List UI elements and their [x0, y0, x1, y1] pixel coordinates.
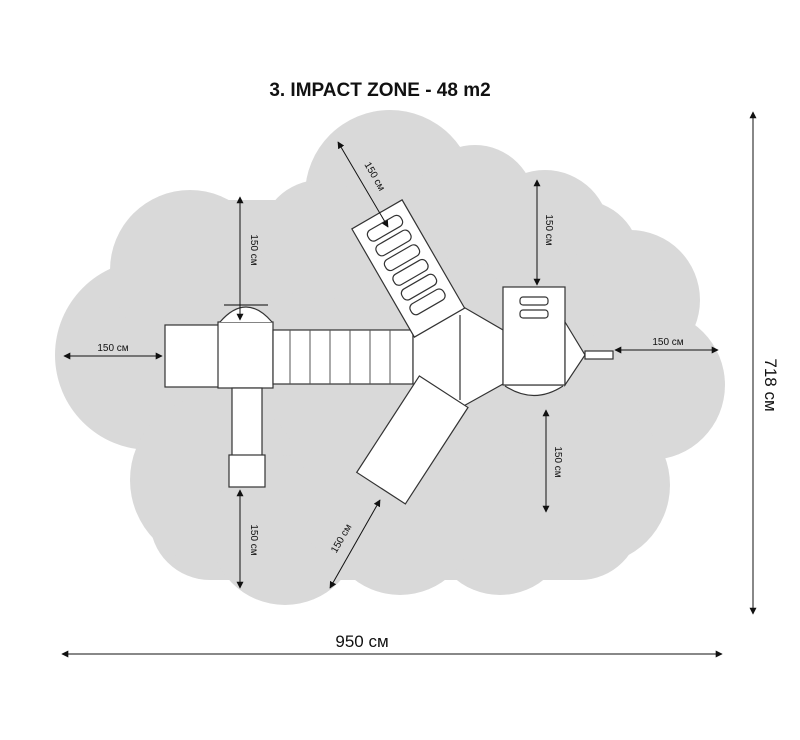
playground-equipment	[164, 199, 614, 505]
dim-bottom-left-label: 150 см	[248, 524, 259, 555]
bridge	[272, 329, 414, 385]
diagram-title: 3. IMPACT ZONE - 48 m2	[269, 80, 491, 101]
dimension-lines	[61, 111, 757, 658]
right-tower-cap	[564, 319, 586, 387]
left-tower	[217, 321, 274, 389]
left-deck	[164, 324, 221, 388]
total-width-label: 950 см	[335, 632, 388, 651]
dim-bottom-diagonal-line	[329, 499, 381, 589]
total-height-label: 718 см	[761, 358, 780, 411]
dim-left-label: 150 см	[97, 343, 128, 354]
dim-top-diagonal-line	[337, 141, 389, 228]
diagonal-slide	[355, 375, 469, 505]
dim-right-label: 150 см	[652, 337, 683, 348]
dim-top-right-label: 150 см	[543, 214, 554, 245]
right-tower	[502, 286, 566, 386]
right-handle	[584, 350, 614, 360]
dim-bottom-right-label: 150 см	[552, 446, 563, 477]
dim-top-left-label: 150 см	[248, 234, 259, 265]
left-tower-roof	[219, 306, 273, 323]
